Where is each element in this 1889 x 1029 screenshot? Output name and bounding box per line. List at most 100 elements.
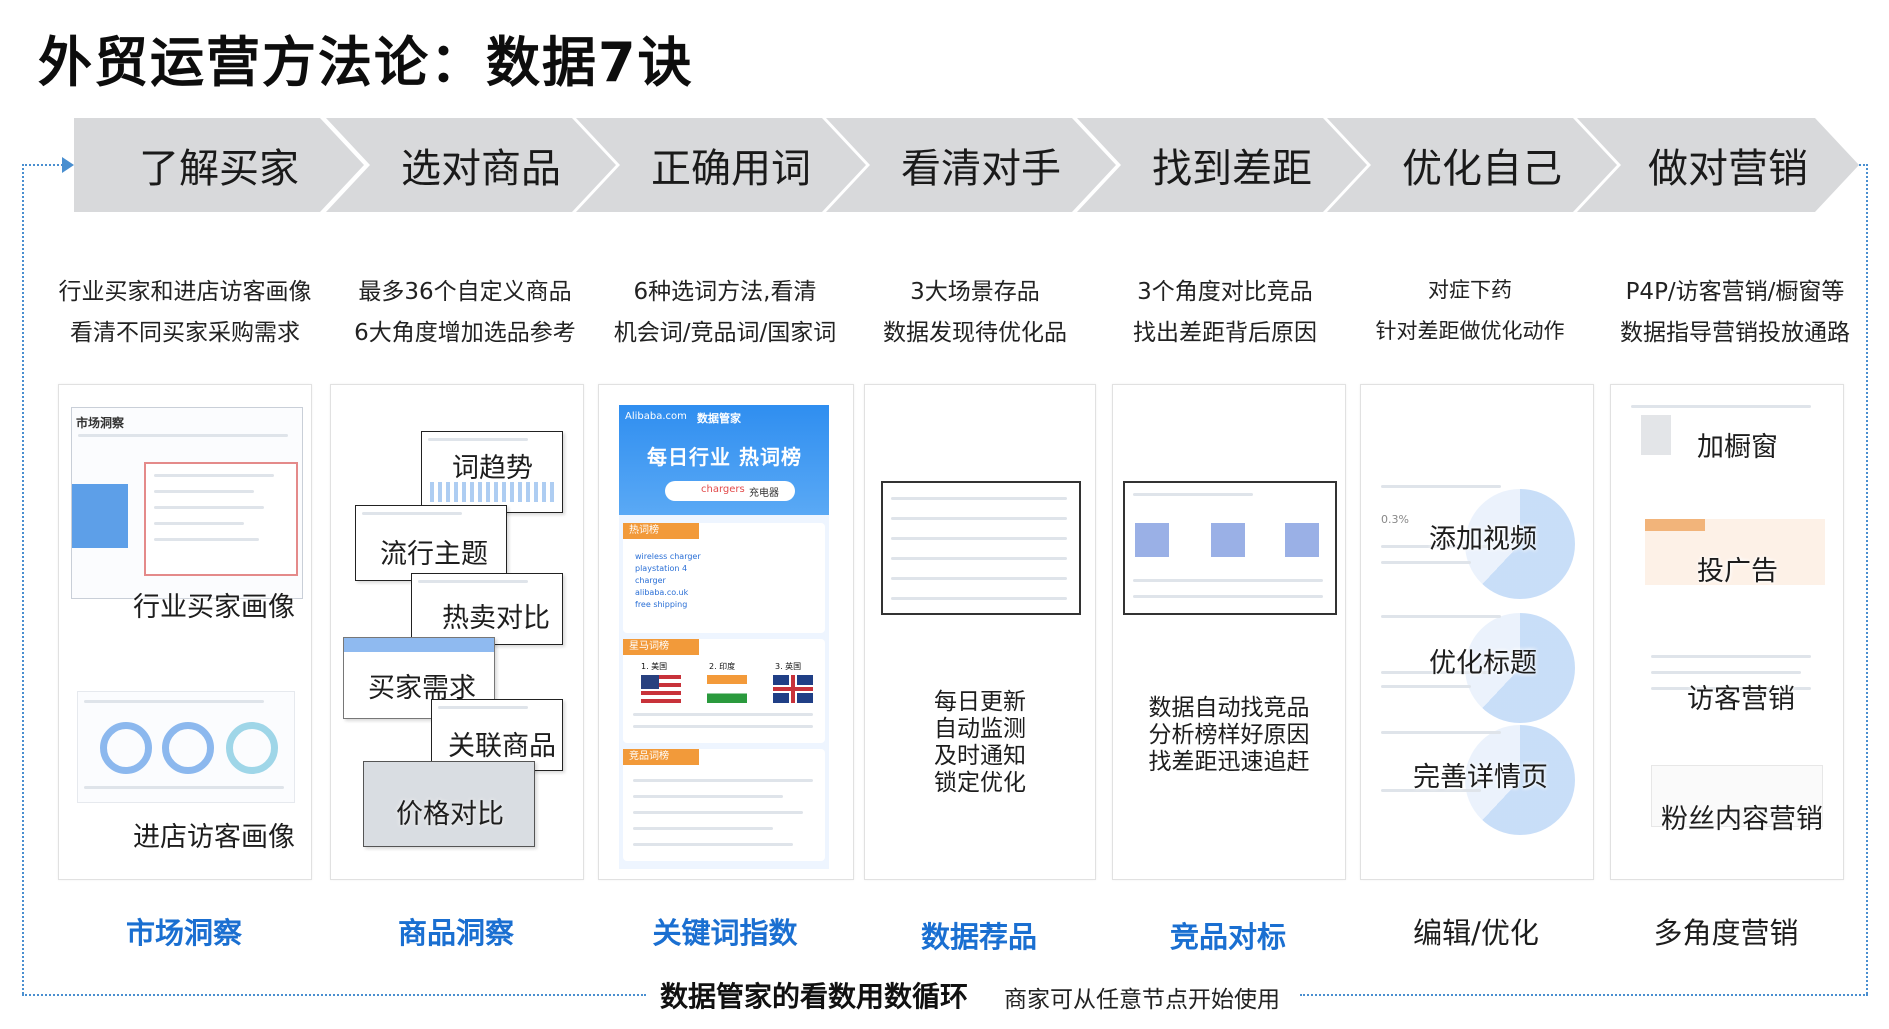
highlight-box (144, 462, 298, 576)
us-flag-icon (641, 675, 681, 703)
panel-optimize: 0.3% 添加视频 优化标题 完善详情页 (1360, 384, 1594, 880)
step-description-3: 6种选词方法,看清 机会词/竞品词/国家词 (590, 272, 860, 354)
screenshot-visitors (77, 691, 295, 803)
banner-title: 每日行业 热词榜 (647, 445, 802, 469)
caption-visitor-profile: 进店访客画像 (133, 822, 295, 853)
loop-line-left (22, 164, 25, 994)
caption-buyer-profile: 行业买家画像 (133, 592, 295, 623)
step-chevron-1: 了解买家 (74, 118, 364, 212)
card-hot-compare: 热卖对比 (411, 573, 563, 645)
app-label: 数据管家 (697, 412, 741, 425)
desc-line: P4P/访客营销/橱窗等 (1625, 279, 1845, 305)
screenshot-product-table (881, 481, 1081, 615)
step-label: 找到差距 (1152, 146, 1312, 192)
country-label: 2. 印度 (709, 662, 736, 671)
step-description-4: 3大场景存品 数据发现待优化品 (860, 272, 1090, 354)
panel-product-insight: 词趋势 流行主题 热卖对比 买家需求 关联商品 价格对比 (330, 384, 584, 880)
step-chevron-3: 正确用词 (576, 118, 866, 212)
desc-line: 看清不同买家采购需求 (70, 320, 300, 346)
footer-subtitle: 商家可从任意节点开始使用 (1004, 987, 1280, 1013)
desc-line: 6大角度增加选品参考 (354, 320, 576, 346)
step-label: 优化自己 (1402, 146, 1562, 192)
desc-line: 对症下药 (1428, 278, 1512, 302)
step-description-5: 3个角度对比竞品 找出差距背后原因 (1110, 272, 1340, 354)
card-popular-theme: 流行主题 (355, 505, 507, 581)
step-description-7: P4P/访客营销/橱窗等 数据指导营销投放通路 (1600, 272, 1870, 354)
caption-related-products: 关联商品 (448, 731, 556, 762)
card-price-compare: 价格对比 (363, 761, 535, 847)
section-competitor-words: 竞品词榜 (623, 749, 825, 861)
loop-line-right (1866, 164, 1869, 994)
caption-showcase: 加橱窗 (1697, 432, 1778, 463)
screenshot-header: 市场洞察 (76, 416, 125, 430)
caption-detail-page: 完善详情页 (1413, 762, 1548, 793)
label-product-insight: 商品洞察 (397, 916, 514, 950)
desc-line: 3大场景存品 (910, 279, 1040, 305)
label-keyword-index: 关键词指数 (652, 916, 798, 950)
section-label: 星马词榜 (623, 639, 699, 655)
step-description-6: 对症下药 针对差距做优化动作 (1360, 270, 1580, 352)
caption-word-trend: 词趋势 (452, 453, 533, 484)
page-title: 外贸运营方法论：数据7诀 (38, 31, 694, 94)
desc-line: 针对差距做优化动作 (1375, 319, 1565, 343)
desc-line: 机会词/竞品词/国家词 (613, 320, 837, 346)
caption-ads: 投广告 (1697, 556, 1778, 587)
step-chevron-5: 找到差距 (1077, 118, 1367, 212)
keyword-pill: chargers 充电器 (665, 481, 795, 501)
loop-line-top-right (1852, 164, 1868, 166)
step-label: 看清对手 (901, 146, 1061, 192)
ring-chart (226, 722, 278, 774)
panel-data-recommend: 每日更新自动监测及时通知锁定优化 (864, 384, 1096, 880)
caption-popular-theme: 流行主题 (380, 539, 488, 570)
card-word-trend: 词趋势 (421, 431, 563, 513)
panel-keyword-index: Alibaba.com 数据管家 每日行业 热词榜 chargers 充电器 热… (598, 384, 854, 880)
section-label: 热词榜 (623, 523, 699, 539)
step-chevron-2: 选对商品 (326, 118, 616, 212)
label-data-recommend: 数据荐品 (920, 920, 1037, 954)
desc-line: 数据指导营销投放通路 (1620, 320, 1850, 346)
pie-chart (1465, 489, 1575, 599)
country-label: 1. 美国 (641, 662, 668, 671)
panel-competitor: 数据自动找竞品分析榜样好原因找差距迅速追赶 (1112, 384, 1346, 880)
keyword-cn: 充电器 (749, 488, 779, 499)
step-label: 选对商品 (401, 146, 561, 192)
step-description-2: 最多36个自定义商品 6大角度增加选品参考 (330, 272, 600, 354)
screenshot-compare (1123, 481, 1337, 615)
desc-line: 3个角度对比竞品 (1137, 279, 1313, 305)
panel-marketing: 加橱窗 投广告 访客营销 粉丝内容营销 (1610, 384, 1844, 880)
blue-block (72, 484, 128, 548)
label-optimize: 编辑/优化 (1413, 916, 1539, 950)
keyword-en: chargers (701, 484, 745, 495)
caption-optimize-title: 优化标题 (1429, 648, 1537, 679)
caption-fan-content: 粉丝内容营销 (1661, 804, 1823, 835)
country-label: 3. 英国 (775, 662, 802, 671)
screenshot-hot-words: Alibaba.com 数据管家 每日行业 热词榜 chargers 充电器 热… (619, 405, 829, 869)
caption-hot-compare: 热卖对比 (442, 603, 550, 634)
desc-line: 行业买家和进店访客画像 (58, 279, 312, 305)
desc-line: 找出差距背后原因 (1133, 320, 1317, 346)
label-market-insight: 市场洞察 (125, 916, 242, 950)
caption-add-video: 添加视频 (1429, 524, 1537, 555)
loop-line-top-left (22, 164, 70, 166)
screenshot-market: 市场洞察 (71, 407, 303, 599)
india-flag-icon (707, 675, 747, 703)
section-country-words: 星马词榜 1. 美国 2. 印度 3. 英国 (623, 639, 825, 743)
step-chevron-7: 做对营销 (1577, 118, 1859, 212)
pie-chart (1465, 725, 1575, 835)
hot-words-banner: Alibaba.com 数据管家 每日行业 热词榜 chargers 充电器 (619, 405, 829, 515)
ring-chart (162, 722, 214, 774)
step-chevron-6: 优化自己 (1327, 118, 1617, 212)
step-label: 做对营销 (1648, 146, 1808, 192)
desc-line: 最多36个自定义商品 (358, 279, 572, 305)
panel-market-insight: 市场洞察 行业买家画像 进店访客画像 (58, 384, 312, 880)
footer-title: 数据管家的看数用数循环 (660, 980, 969, 1013)
loop-line-bottom-left (22, 994, 646, 996)
caption-buyer-demand: 买家需求 (368, 673, 476, 704)
step-description-1: 行业买家和进店访客画像 看清不同买家采购需求 (50, 272, 320, 354)
stat-label: 0.3% (1381, 513, 1409, 526)
brand-label: Alibaba.com (625, 411, 687, 422)
competitor-text: 数据自动找竞品分析榜样好原因找差距迅速追赶 (1148, 695, 1310, 775)
loop-line-bottom-right (1300, 994, 1868, 996)
